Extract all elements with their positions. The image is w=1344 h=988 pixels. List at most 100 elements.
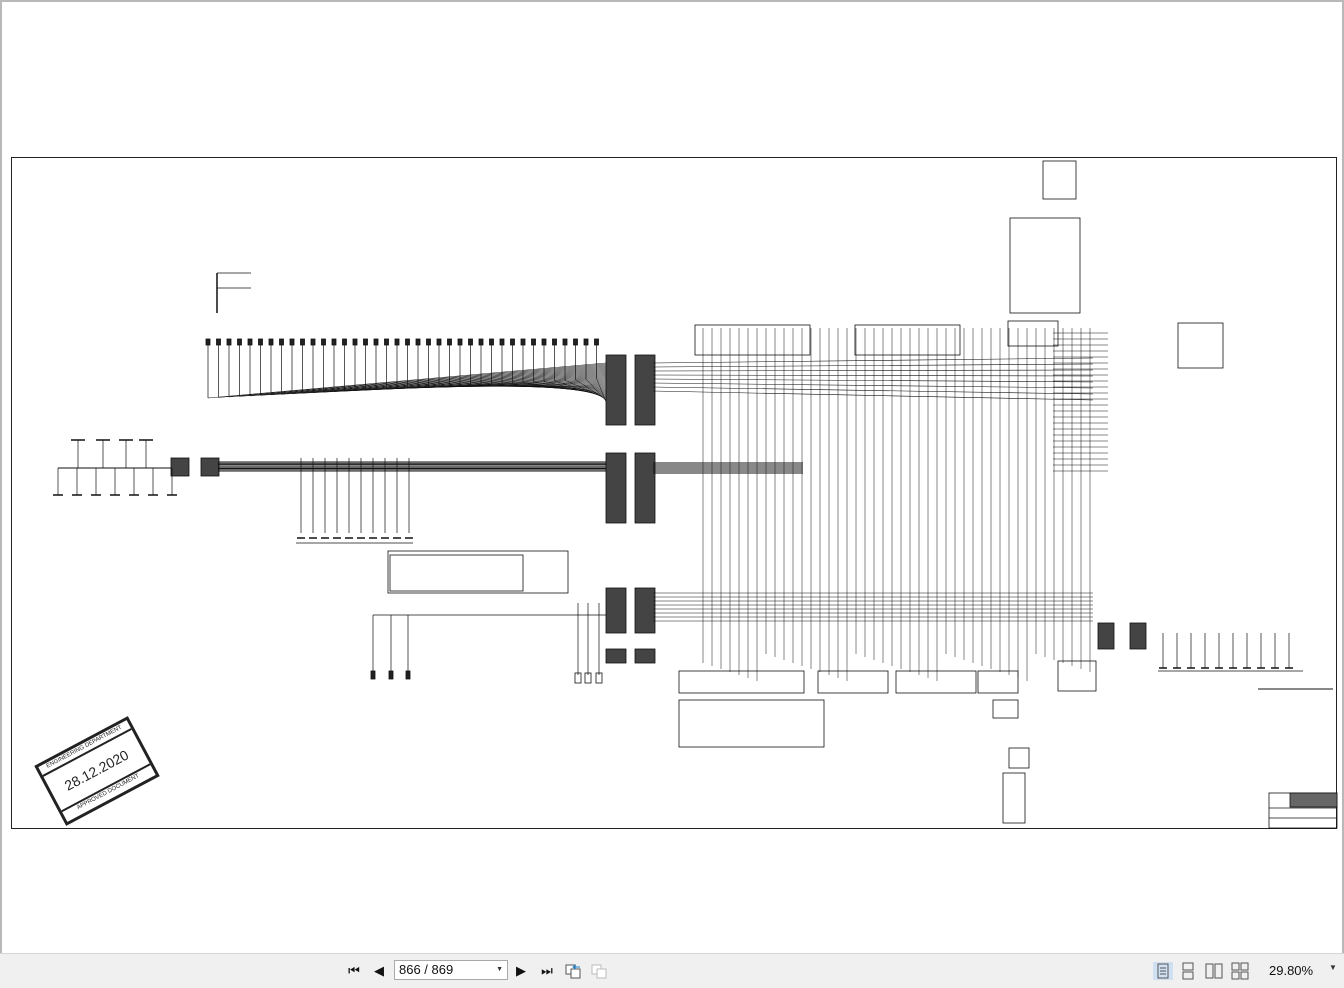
connector — [201, 458, 219, 476]
connector — [322, 339, 326, 345]
connector — [532, 339, 536, 345]
zoom-dropdown-icon[interactable]: ▼ — [1329, 963, 1337, 972]
last-page-button[interactable]: ⏭ — [537, 962, 557, 980]
component-box — [1178, 323, 1223, 368]
connector — [553, 339, 557, 345]
connector — [563, 339, 567, 345]
previous-page-button[interactable]: ◀ — [369, 962, 389, 980]
wiring-schematic — [12, 158, 1338, 830]
connector — [364, 339, 368, 345]
continuous-facing-icon — [1230, 962, 1250, 980]
connector — [238, 339, 242, 345]
component-box — [1008, 321, 1058, 346]
connector — [595, 339, 599, 345]
connector — [395, 339, 399, 345]
first-page-icon: ⏮ — [348, 963, 360, 979]
connector — [1290, 793, 1337, 807]
connector — [490, 339, 494, 345]
connector — [635, 355, 655, 425]
connector — [521, 339, 525, 345]
previous-view-icon — [564, 962, 582, 980]
component-box — [679, 671, 804, 693]
connector — [1130, 623, 1146, 649]
first-page-button[interactable]: ⏮ — [344, 962, 364, 980]
connector — [259, 339, 263, 345]
view-single-page[interactable] — [1153, 962, 1173, 980]
connector — [574, 339, 578, 345]
connector — [427, 339, 431, 345]
connector — [353, 339, 357, 345]
connector — [280, 339, 284, 345]
connector — [606, 355, 626, 425]
document-viewport[interactable]: ENGINEERING DEPARTMENT 28.12.2020 APPROV… — [0, 0, 1344, 953]
view-continuous[interactable] — [1178, 962, 1198, 980]
connector — [500, 339, 504, 345]
wire — [208, 363, 606, 398]
connector — [371, 671, 375, 679]
wire — [282, 370, 607, 394]
connector — [301, 339, 305, 345]
connector — [206, 339, 210, 345]
connector — [248, 339, 252, 345]
viewer-toolbar: ⏮ ◀ 866 / 869 ▼ ▶ ⏭ 29.80% ▼ — [0, 953, 1344, 988]
facing-pages-icon — [1204, 962, 1224, 980]
connector — [635, 649, 655, 663]
component-box — [818, 671, 888, 693]
connector — [332, 339, 336, 345]
previous-view-button[interactable] — [563, 962, 583, 980]
connector — [217, 339, 221, 345]
wire — [250, 367, 606, 396]
next-view-button[interactable] — [589, 962, 609, 980]
connector — [606, 453, 626, 523]
connector — [469, 339, 473, 345]
component-box — [978, 671, 1018, 693]
connector — [542, 339, 546, 345]
connector — [269, 339, 273, 345]
page-number-select[interactable]: 866 / 869 ▼ — [394, 960, 508, 980]
connector — [479, 339, 483, 345]
component-box — [1043, 161, 1076, 199]
connector — [635, 453, 655, 523]
page-number-value: 866 / 869 — [399, 962, 453, 977]
connector — [374, 339, 378, 345]
wire — [229, 365, 606, 397]
connector — [343, 339, 347, 345]
component-box — [388, 551, 568, 593]
connector — [385, 339, 389, 345]
connector — [511, 339, 515, 345]
connector — [406, 671, 410, 679]
connector — [437, 339, 441, 345]
next-page-icon: ▶ — [516, 963, 526, 979]
view-facing[interactable] — [1204, 962, 1224, 980]
component-box — [993, 700, 1018, 718]
component-box — [1009, 748, 1029, 768]
last-page-icon: ⏭ — [541, 963, 553, 979]
connector — [635, 588, 655, 633]
component-box — [855, 325, 960, 355]
connector — [227, 339, 231, 345]
next-page-button[interactable]: ▶ — [511, 962, 531, 980]
component-box — [390, 555, 523, 591]
connector — [458, 339, 462, 345]
connector — [606, 649, 626, 663]
connector — [311, 339, 315, 345]
single-page-icon — [1153, 962, 1173, 980]
wiring-diagram-page — [11, 157, 1337, 829]
connector — [389, 671, 393, 679]
previous-page-icon: ◀ — [374, 963, 384, 979]
connector — [416, 339, 420, 345]
connector — [290, 339, 294, 345]
zoom-level[interactable]: 29.80% — [1269, 963, 1313, 978]
component-box — [1058, 661, 1096, 691]
component-box — [896, 671, 976, 693]
connector — [1098, 623, 1114, 649]
connector — [606, 588, 626, 633]
component-box — [679, 700, 824, 747]
connector — [448, 339, 452, 345]
component-box — [1003, 773, 1025, 823]
next-view-icon — [590, 962, 608, 980]
connector — [171, 458, 189, 476]
chevron-down-icon: ▼ — [496, 961, 503, 979]
view-continuous-facing[interactable] — [1230, 962, 1250, 980]
connector — [584, 339, 588, 345]
